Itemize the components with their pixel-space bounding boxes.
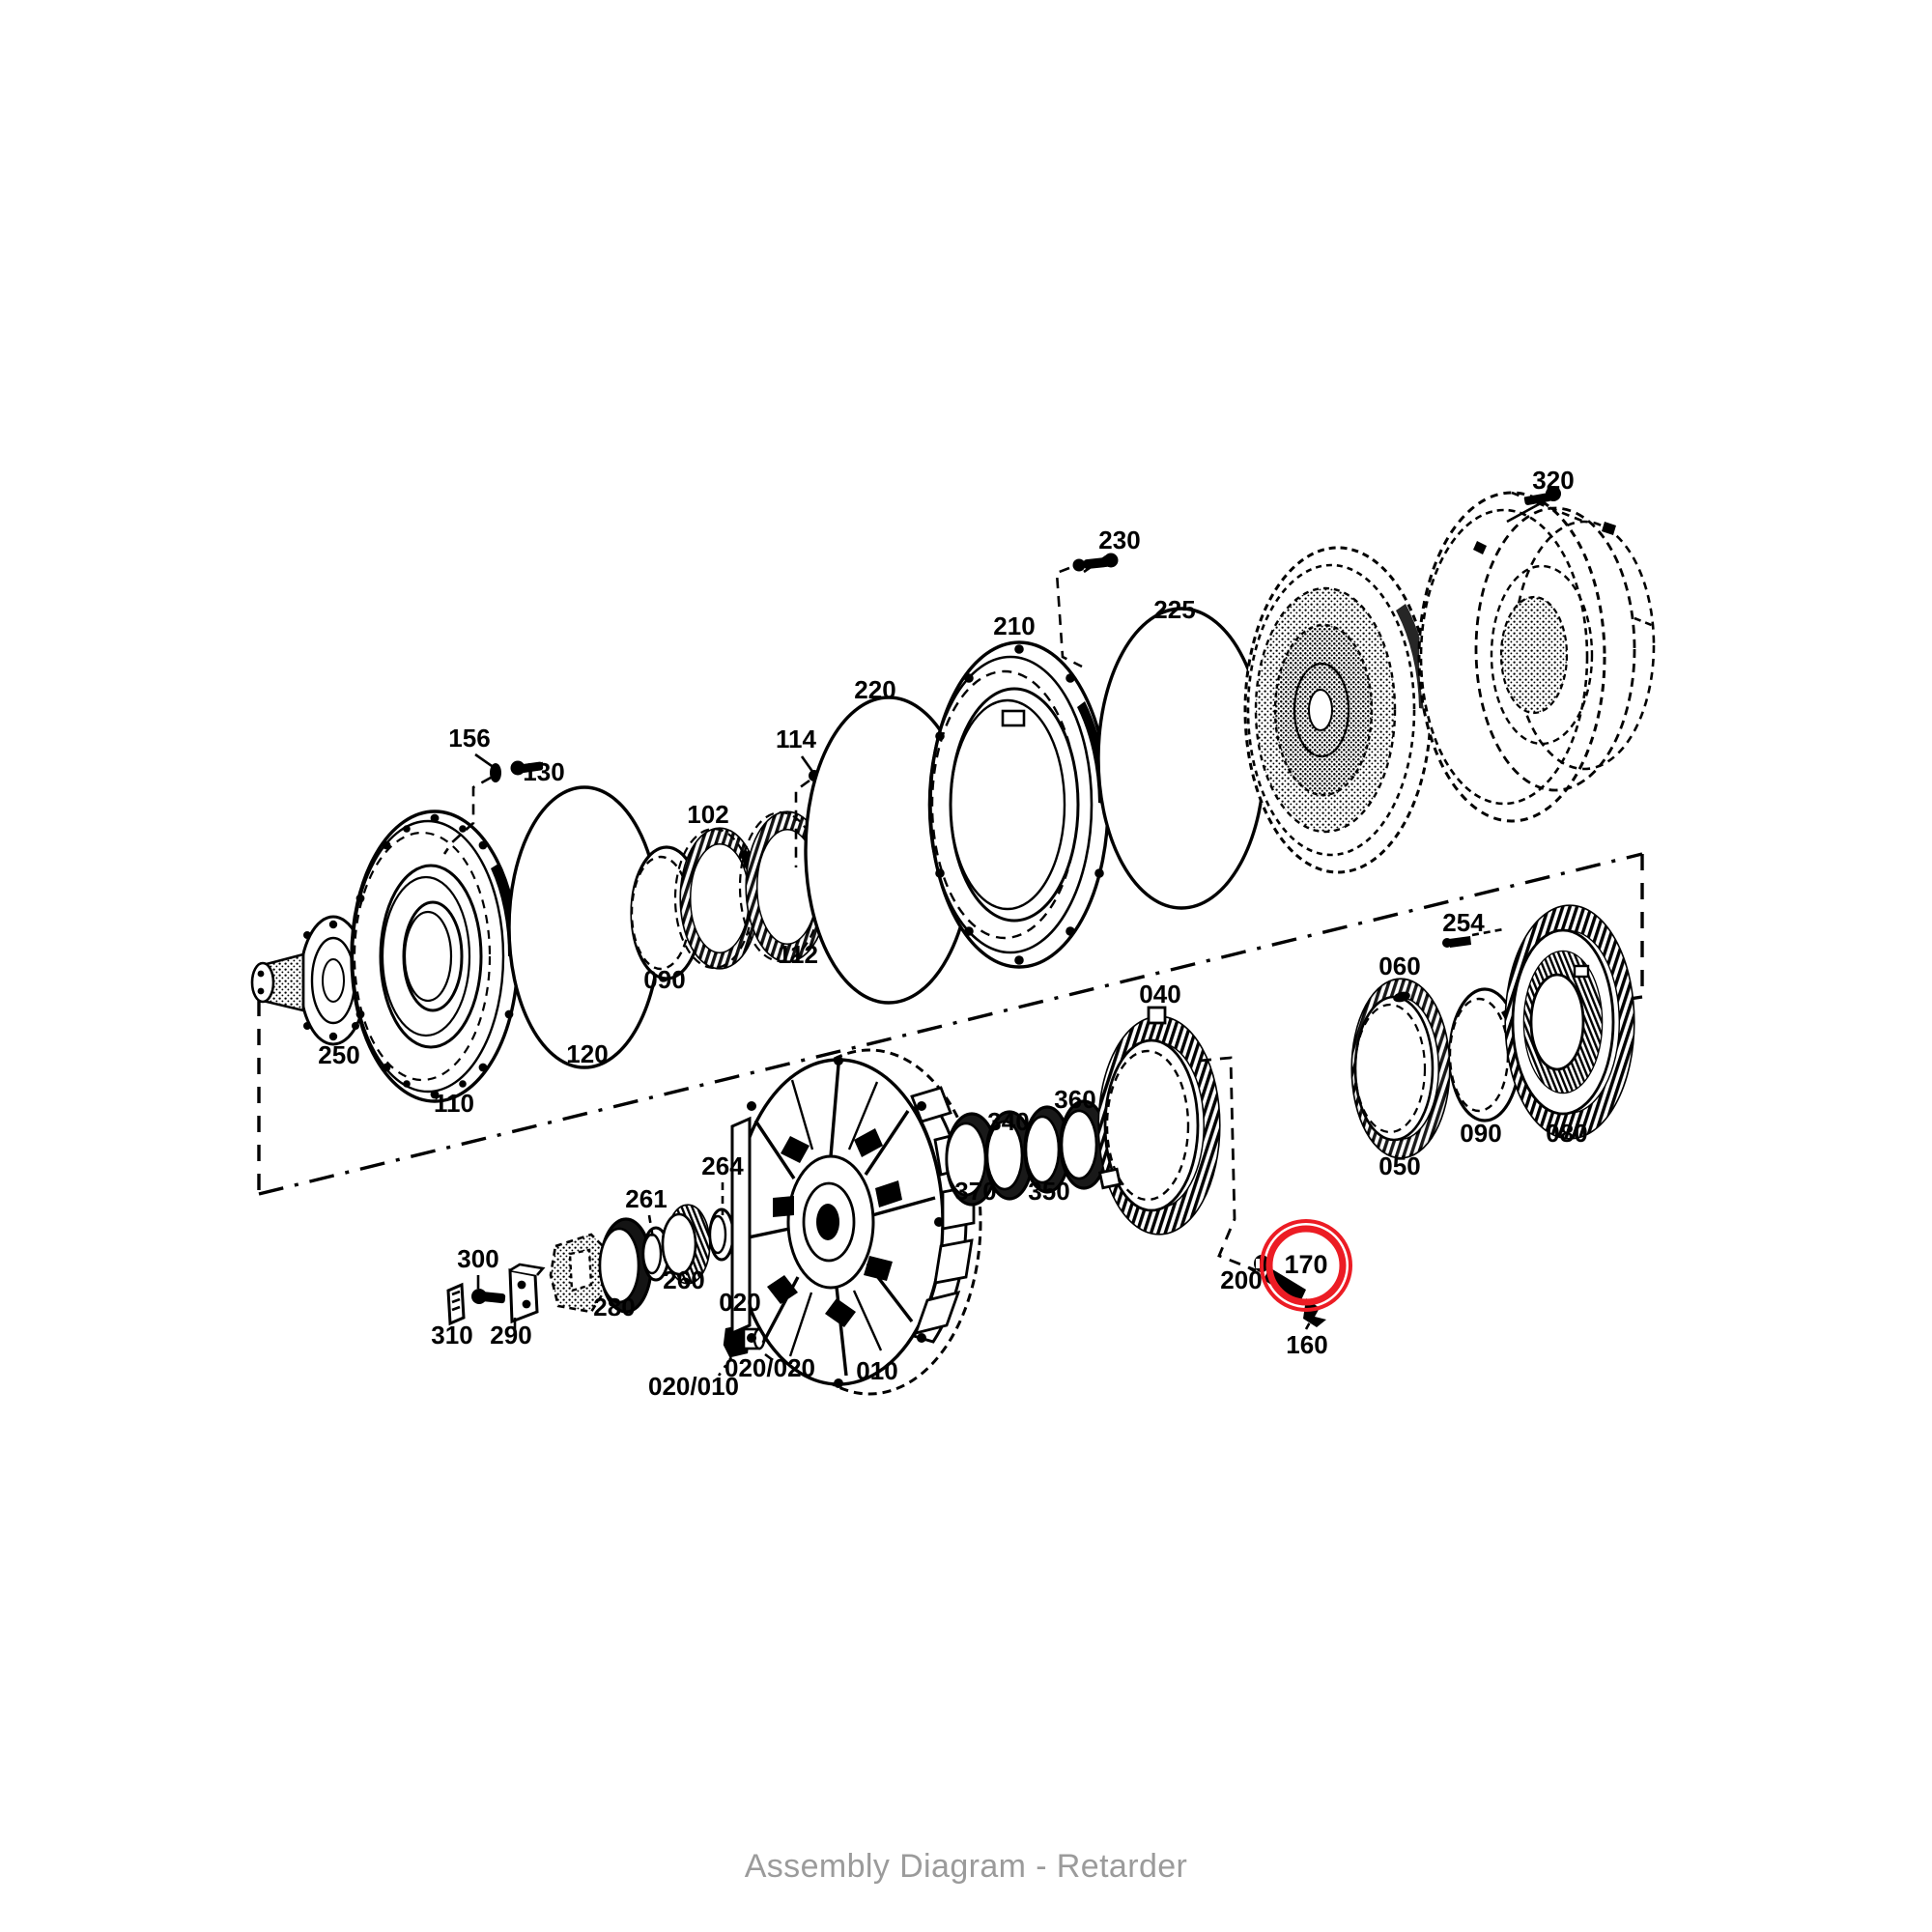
part-264-ring [708,1208,735,1262]
part-320-bolt [1523,486,1561,505]
callout-label-261: 261 [625,1184,667,1213]
callout-label-230: 230 [1098,526,1140,554]
part-050-splined-ring [1350,978,1451,1159]
part-230-bolt [1072,553,1119,572]
callout-label-280: 280 [593,1293,635,1321]
part-010-retarder-housing [730,1048,982,1396]
highlight-inner-circle [1265,1225,1347,1306]
callout-label-060: 060 [1378,952,1420,980]
part-020-fitting [723,1323,766,1358]
part-060-pin [1393,991,1410,1003]
callout-label-120: 120 [566,1039,608,1068]
callout-label-310: 310 [431,1321,472,1350]
part-040-retarder-rotor [1097,1006,1221,1236]
callout-label-020-010: 020/010 [648,1372,739,1401]
callout-label-040: 040 [1139,980,1180,1009]
part-280-seal-ring [598,1217,653,1314]
highlight-ring-170[interactable] [1260,1219,1352,1312]
callout-label-080: 080 [1546,1119,1587,1148]
callout-label-320: 320 [1532,466,1574,495]
part-110-drive-plate [350,810,520,1103]
callout-label-090-lower: 090 [1460,1119,1501,1148]
callout-label-050: 050 [1378,1151,1420,1180]
leader-156-130 [442,753,544,855]
part-370-ring [945,1112,999,1207]
callout-label-225: 225 [1153,595,1195,624]
part-340-ring [984,1110,1035,1201]
leader-160 [1304,1311,1318,1330]
part-360-ring [1059,1099,1109,1190]
callout-label-170: 170 [1284,1250,1327,1279]
leader-114 [794,755,815,867]
leader-261 [647,1214,655,1239]
callout-label-090: 090 [643,965,685,994]
callout-label-114: 114 [776,724,816,753]
callout-label-112: 112 [778,940,818,969]
callout-label-010: 010 [856,1356,897,1385]
callout-label-210: 210 [993,611,1035,640]
pump-body [549,1233,607,1314]
part-310-plate [446,1282,466,1326]
callout-label-200: 200 [1220,1265,1262,1294]
callout-label-290: 290 [490,1321,531,1350]
leader-040-frame [1199,1056,1257,1272]
callout-label-020-020: 020/020 [724,1353,815,1382]
part-350-ring [1023,1105,1071,1194]
callout-label-260: 260 [663,1265,704,1294]
callout-label-350: 350 [1028,1177,1069,1206]
callout-label-264: 264 [701,1151,744,1180]
callout-label-156: 156 [448,724,490,753]
torque-converter-housing [1417,491,1656,823]
callout-label-370: 370 [954,1177,996,1206]
highlight-outer-circle [1260,1219,1352,1312]
part-080-stator-wheel [1504,904,1635,1140]
callout-label-102: 102 [687,800,728,829]
callout-labels: 156 130 250 110 120 090 102 112 114 220 … [318,466,1587,1401]
part-260-splined-bushing [661,1204,711,1285]
part-290-bracket [508,1263,546,1329]
callout-label-020: 020 [719,1288,760,1317]
callout-label-110: 110 [434,1089,474,1118]
part-210-impeller-cover [927,640,1110,969]
callout-label-160: 160 [1286,1330,1327,1359]
callout-label-360: 360 [1054,1085,1095,1114]
diagram-caption: Assembly Diagram - Retarder [744,1848,1188,1885]
callout-label-130: 130 [523,757,564,786]
callout-label-340: 340 [987,1107,1029,1136]
part-225-disc [1096,607,1266,910]
callout-label-220: 220 [854,675,895,704]
callout-label-250: 250 [318,1040,359,1069]
callout-label-300: 300 [457,1244,498,1273]
part-300-bolt [471,1275,506,1304]
leader-200 [1247,1265,1259,1275]
part-254-pin [1442,927,1504,948]
leader-230 [1055,554,1107,668]
callout-label-254: 254 [1442,908,1485,937]
torque-converter-turbine [1243,546,1433,874]
